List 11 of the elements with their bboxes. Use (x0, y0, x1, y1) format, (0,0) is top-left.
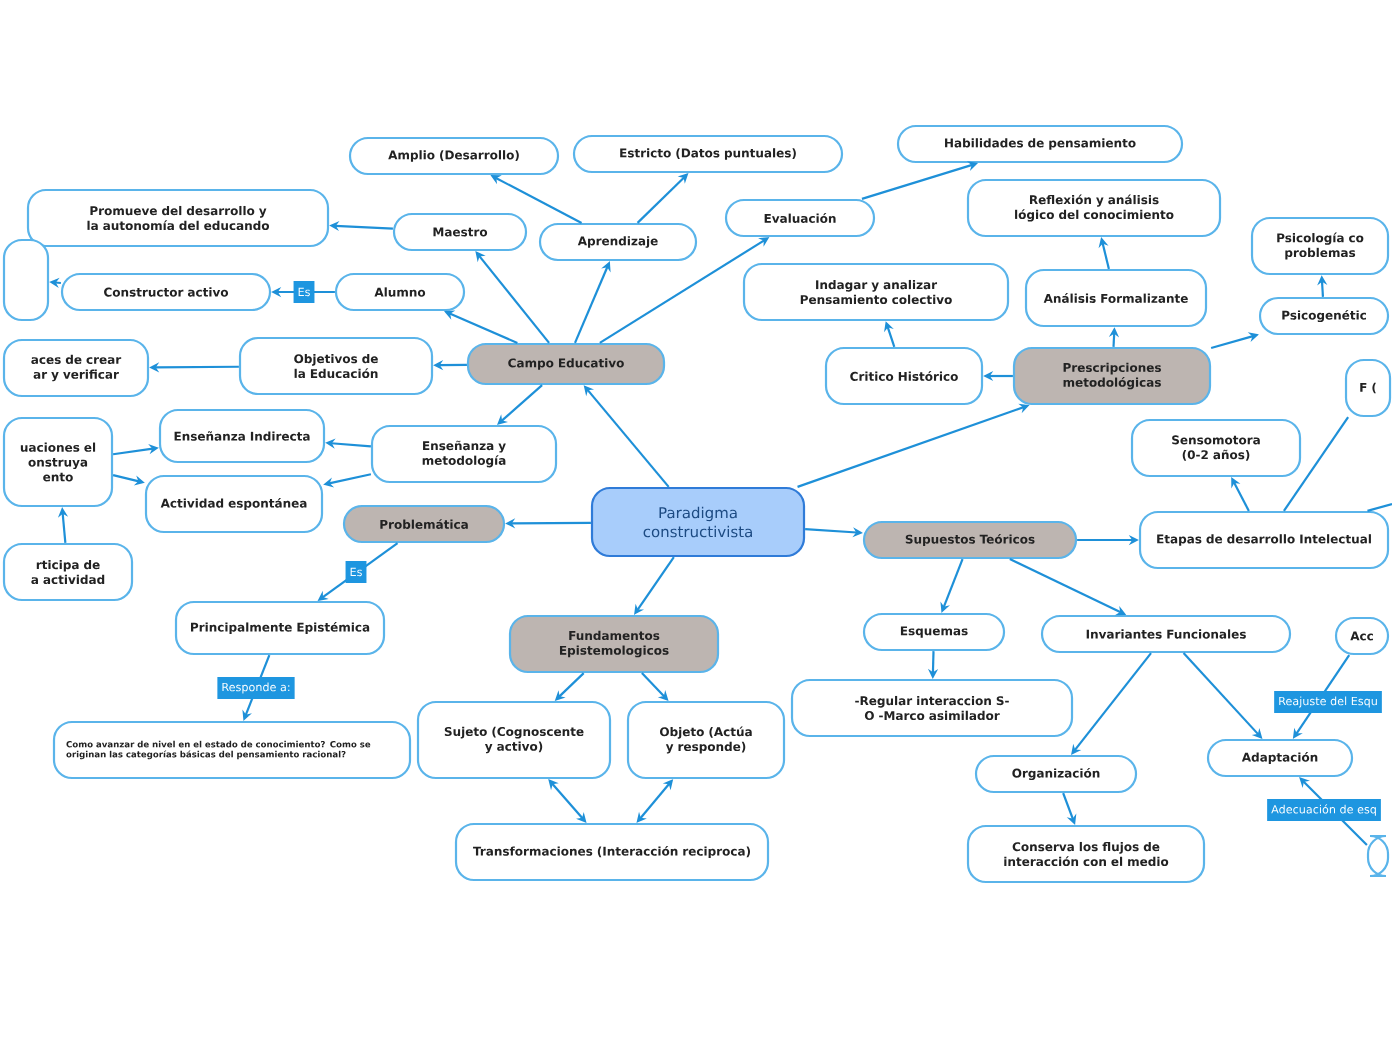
arrow (444, 310, 518, 344)
arrow (1182, 652, 1263, 739)
arrow (634, 556, 675, 615)
arrow (1071, 652, 1152, 755)
arrow (548, 779, 587, 823)
arrow (1231, 477, 1250, 512)
arrow (497, 384, 543, 425)
empty-box (2, 238, 50, 322)
arrow (641, 672, 669, 701)
arrow (475, 251, 550, 344)
empty-box (1366, 834, 1390, 878)
